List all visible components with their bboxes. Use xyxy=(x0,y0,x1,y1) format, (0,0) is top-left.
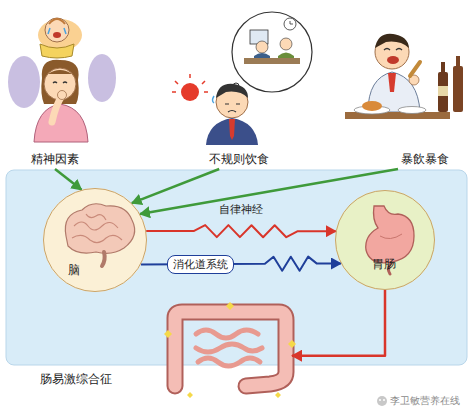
arrow-connector xyxy=(55,169,82,190)
arrow-connector xyxy=(292,290,385,356)
node-text: 肠易激综合征 xyxy=(40,371,112,388)
node-text: 精神因素 xyxy=(31,152,79,166)
busy-worker xyxy=(172,12,312,145)
arrow-connector xyxy=(146,225,336,237)
cause-label: 暴飲暴食 xyxy=(398,150,452,169)
edge-label: 自律神经 xyxy=(217,201,265,218)
blue-panel xyxy=(6,170,467,365)
result-area: 肠易激综合征 xyxy=(30,300,292,396)
organ-circle: 脑 xyxy=(43,188,147,292)
cause-label: 不规则饮食 xyxy=(206,150,272,169)
node-text: 胃肠 xyxy=(372,256,396,273)
brain-picture xyxy=(43,188,147,292)
edge-label: 消化道系统 xyxy=(167,255,234,274)
node-text: 不规则饮食 xyxy=(209,152,269,166)
cause-label: 精神因素 xyxy=(28,150,82,169)
stomach-picture xyxy=(335,190,435,290)
stressed-mother xyxy=(8,18,116,142)
node-text: 暴飲暴食 xyxy=(401,152,449,166)
overeating-man xyxy=(345,34,463,119)
organ-circle: 胃肠 xyxy=(335,190,435,290)
arrow-connector xyxy=(132,169,219,203)
watermark-icon xyxy=(377,396,387,406)
node-text: 脑 xyxy=(68,262,80,279)
arrow-connector xyxy=(140,169,398,214)
intestine-picture xyxy=(164,302,296,398)
watermark: 李卫敏营养在线 xyxy=(390,394,460,408)
